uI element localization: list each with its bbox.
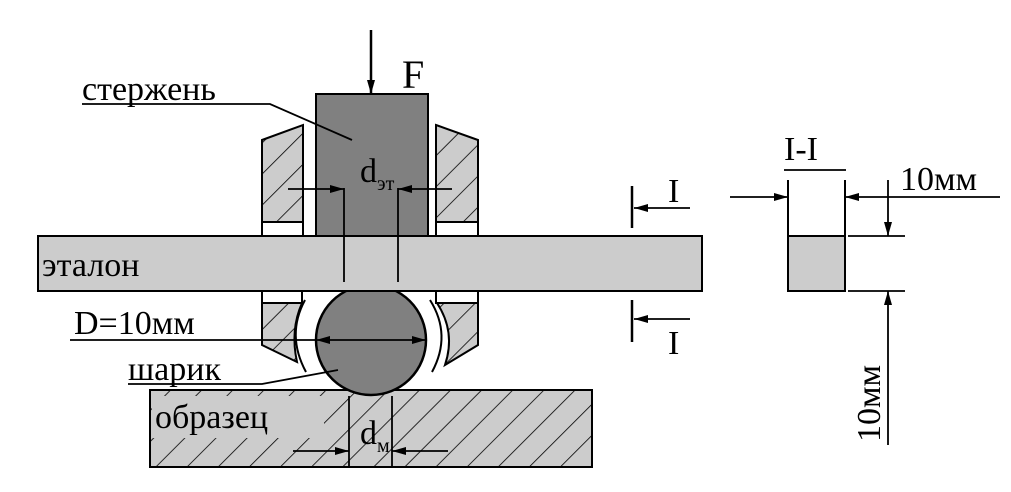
ball-leader xyxy=(128,369,339,385)
rod-leader xyxy=(82,103,353,141)
lower-gap-left xyxy=(261,290,303,304)
d-m-label: dм xyxy=(360,415,390,457)
section-mark-bottom-label: I xyxy=(668,325,679,362)
lower-gap-right xyxy=(435,290,479,304)
holder-gap-left xyxy=(261,221,304,237)
rod xyxy=(315,93,429,237)
lower-holder-left xyxy=(261,302,304,364)
section-title: I-I xyxy=(784,131,818,168)
section-mark-top-label: I xyxy=(668,173,679,210)
section-fill xyxy=(787,235,846,292)
width-dim-label: 10мм xyxy=(900,161,977,198)
sample-label: образец xyxy=(155,399,268,436)
reference-label: эталон xyxy=(42,247,139,284)
upper-holder-right xyxy=(435,123,479,223)
ball-label: шарик xyxy=(128,351,221,388)
reference-bar xyxy=(37,235,703,292)
height-dim-label: 10мм xyxy=(851,365,888,442)
lower-holder-right xyxy=(435,302,479,368)
rod-label: стержень xyxy=(82,71,216,108)
holder-arc-right xyxy=(429,299,443,373)
diameter-label: D=10мм xyxy=(74,305,195,342)
force-label: F xyxy=(402,52,424,97)
holder-arc-left xyxy=(294,299,307,373)
d-et-label: dэт xyxy=(360,153,395,195)
sample-label-bg xyxy=(152,396,324,438)
holder-gap-right xyxy=(435,221,479,237)
upper-holder-left xyxy=(261,123,304,223)
